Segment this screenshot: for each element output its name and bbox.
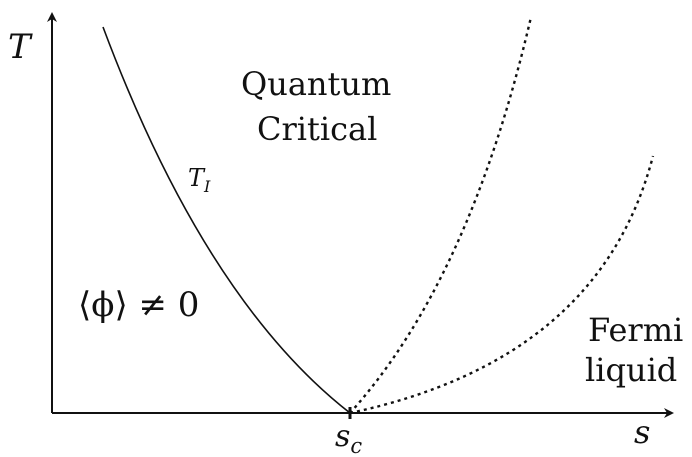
fermi-liquid-label-line1: Fermi <box>588 311 683 349</box>
quantum-critical-label-line1: Quantum <box>241 65 391 103</box>
ti-curve-label: TI <box>188 164 211 196</box>
y-axis-label: T <box>8 27 33 67</box>
critical-point-label: sc <box>335 419 362 457</box>
quantum-critical-label-line2: Critical <box>257 110 377 148</box>
ordered-phase-label: ⟨ϕ⟩ ≠ 0 <box>78 285 199 325</box>
upper-dashed-crossover-curve <box>349 16 533 414</box>
x-axis-label: s <box>634 413 650 451</box>
fermi-liquid-label-line2: liquid <box>585 351 677 389</box>
lower-dashed-crossover-curve <box>349 155 655 415</box>
ti-crossover-curve <box>102 26 351 414</box>
